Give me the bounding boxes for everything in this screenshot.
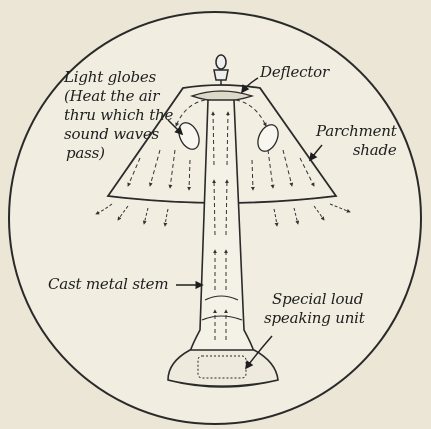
light-globes-line-1: Light globes — [64, 68, 173, 87]
light-globes-line-4: sound waves — [64, 125, 173, 144]
speaking-unit-line-2: speaking unit — [264, 309, 365, 328]
light-globes-line-2: (Heat the air — [64, 87, 173, 106]
cast-metal-stem-label: Cast metal stem — [48, 275, 168, 294]
light-globes-line-3: thru which the — [64, 106, 173, 125]
speaking-unit-label: Special loud speaking unit — [264, 290, 365, 328]
speaking-unit-line-1: Special loud — [264, 290, 365, 309]
parchment-shade-line-1: Parchment — [316, 122, 397, 141]
light-globes-line-5: pass) — [64, 144, 173, 163]
parchment-shade-label: Parchment shade — [316, 122, 397, 160]
deflector-label: Deflector — [260, 63, 329, 82]
parchment-shade-line-2: shade — [316, 141, 397, 160]
light-globes-label: Light globes (Heat the air thru which th… — [64, 68, 173, 163]
